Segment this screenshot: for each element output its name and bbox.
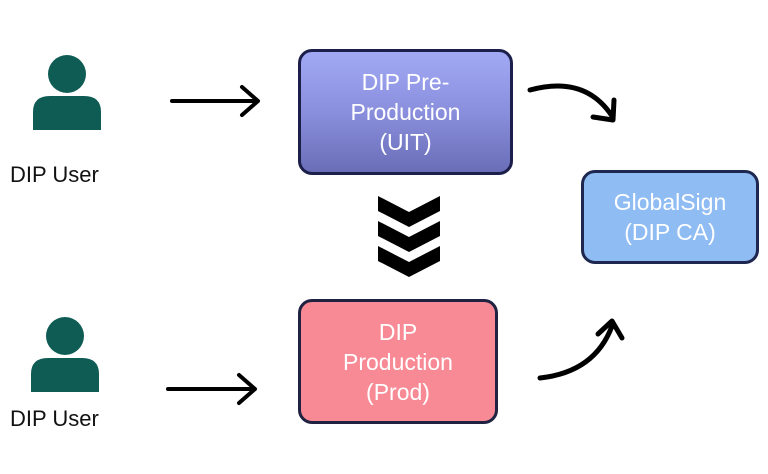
user-label-1: DIP User: [10, 162, 99, 187]
triple-chevron-down-icon: [378, 196, 440, 277]
box-globalsign-ca: GlobalSign (DIP CA): [581, 170, 759, 264]
box-prod-line-3: (Prod): [366, 378, 430, 405]
box-ca-line-2: (DIP CA): [624, 219, 716, 245]
arrow-prod-to-ca: [537, 318, 625, 381]
arrow-user2-to-prod: [166, 373, 257, 405]
box-uit-line-3: (UIT): [379, 129, 432, 155]
box-dip-pre-production: DIP Pre- Production (UIT): [298, 49, 513, 175]
arrow-user1-to-uit: [170, 85, 260, 117]
person-icon: [31, 317, 99, 392]
box-uit-line-1: DIP Pre-: [361, 69, 450, 95]
box-ca-line-1: GlobalSign: [613, 189, 727, 215]
box-uit-line-2: Production: [350, 99, 461, 125]
box-prod-line-2: Production: [343, 348, 453, 375]
user-label-2: DIP User: [10, 406, 99, 431]
arrow-uit-to-ca: [527, 83, 617, 123]
box-prod-line-1: DIP: [378, 318, 418, 345]
box-dip-production: DIP Production (Prod): [298, 299, 498, 424]
person-icon: [33, 55, 101, 130]
